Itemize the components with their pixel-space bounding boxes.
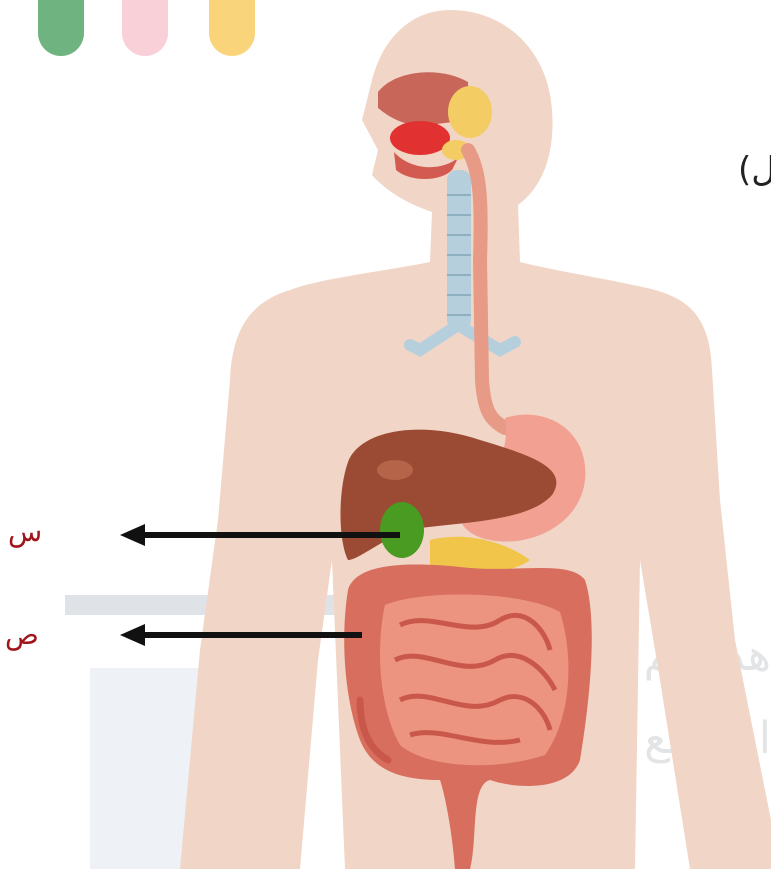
gallbladder [380,502,424,558]
label-sad: ص [5,618,39,651]
label-s: س [8,515,42,548]
cut-off-paren-text: ل) [738,150,771,190]
